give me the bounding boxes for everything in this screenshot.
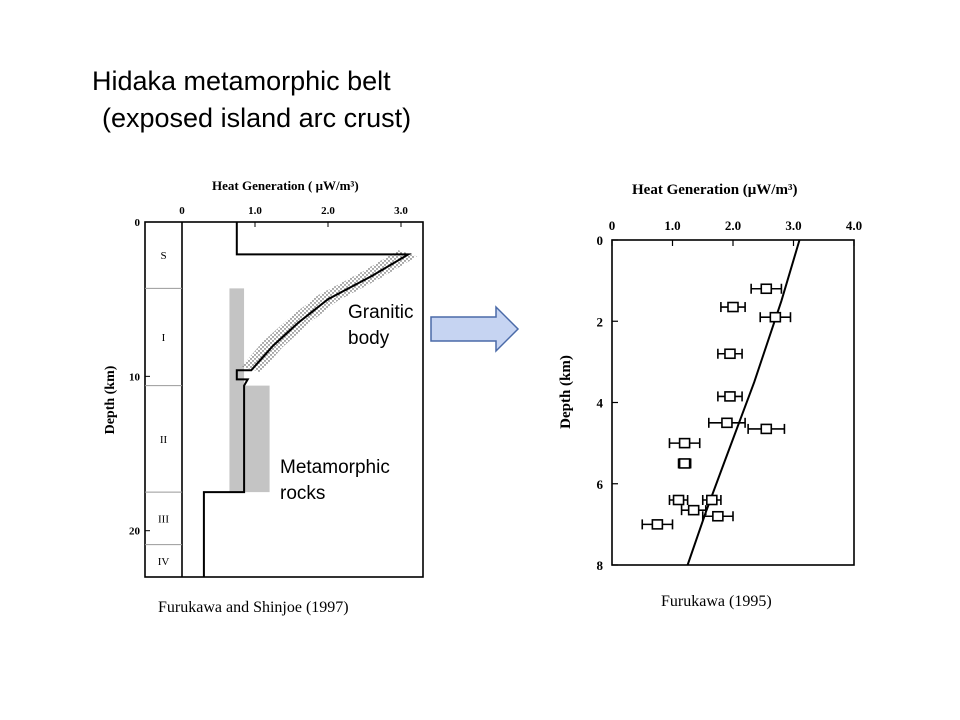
point-marker [724,391,736,402]
data-point [668,494,689,506]
unit-label-ii: II [160,434,168,446]
metamorphic-band-1 [244,385,270,493]
data-point [720,301,746,313]
unit-label-iv: IV [158,556,170,568]
granitic-label-line1: Granitic [348,302,413,323]
left-y-tick-label: 10 [129,371,141,383]
metamorphic-bands [229,288,270,493]
right-x-ticks: 0 1.0 2.0 3.0 4.0 [609,218,862,246]
right-y-axis-label: Depth (km) [558,355,574,429]
slide-title: Hidaka metamorphic belt [92,66,391,96]
point-marker [712,510,724,522]
data-point [707,417,746,429]
point-marker [672,494,685,506]
left-x-tick-label: 3.0 [394,205,408,217]
granitic-label-line2: body [348,328,390,349]
left-x-tick-label: 0 [179,205,185,217]
point-marker [760,423,773,435]
unit-label-iii: III [158,513,169,525]
left-y-tick-label: 0 [135,217,141,229]
right-x-tick-label: 0 [609,218,616,233]
right-x-tick-label: 2.0 [725,218,741,233]
left-y-axis-label: Depth (km) [103,365,118,434]
right-y-tick-label: 8 [597,558,604,573]
right-arrow-icon [430,305,520,353]
point-marker [724,348,736,360]
left-chart-title: Heat Generation ( μW/m³) [212,178,359,193]
right-x-tick-label: 3.0 [785,218,801,233]
right-x-tick-label: 4.0 [846,218,862,233]
left-profile-line [202,222,412,577]
point-marker [760,283,773,295]
right-y-tick-label: 2 [597,314,604,329]
data-point [701,510,734,522]
data-point [747,423,786,435]
left-y-tick-label: 20 [129,526,141,538]
point-marker [678,458,691,469]
data-point [701,494,722,506]
right-y-tick-label: 4 [597,396,604,411]
point-marker [678,437,691,449]
point-marker [706,494,718,506]
data-point [717,348,743,360]
metamorphic-band-0 [229,288,245,493]
data-point [668,437,701,449]
right-data-points [641,283,792,530]
slide-subtitle: (exposed island arc crust) [102,103,412,133]
left-caption: Furukawa and Shinjoe (1997) [158,599,349,616]
metamorphic-label-line1: Metamorphic [280,457,390,478]
data-point [750,283,783,295]
point-marker [769,311,782,323]
point-marker [727,301,739,313]
right-y-tick-label: 0 [597,233,604,248]
left-x-tick-label: 1.0 [248,205,262,217]
data-point [759,311,792,323]
left-plot-frame [144,221,424,578]
left-x-ticks: 0 1.0 2.0 3.0 [179,205,408,227]
point-marker [687,504,700,516]
right-caption: Furukawa (1995) [661,593,772,610]
data-point [717,391,743,402]
right-y-tick-label: 6 [597,477,604,492]
left-x-tick-label: 2.0 [321,205,335,217]
right-x-tick-label: 1.0 [664,218,680,233]
left-y-ticks: 0 10 20 [129,217,150,538]
data-point [677,458,692,469]
data-point [680,504,707,516]
right-chart-title: Heat Generation (μW/m³) [632,182,797,198]
right-y-ticks: 0 2 4 6 8 [597,233,618,573]
unit-label-s: S [160,250,166,262]
metamorphic-label-line2: rocks [280,483,325,504]
granitic-dot-band [241,250,418,373]
point-marker [721,417,733,429]
data-point [641,519,674,530]
unit-label-i: I [162,332,166,344]
point-marker [651,519,664,530]
right-heat-chart: Heat Generation (μW/m³) 0 1.0 2.0 3.0 4.0 0 2… [558,182,862,610]
